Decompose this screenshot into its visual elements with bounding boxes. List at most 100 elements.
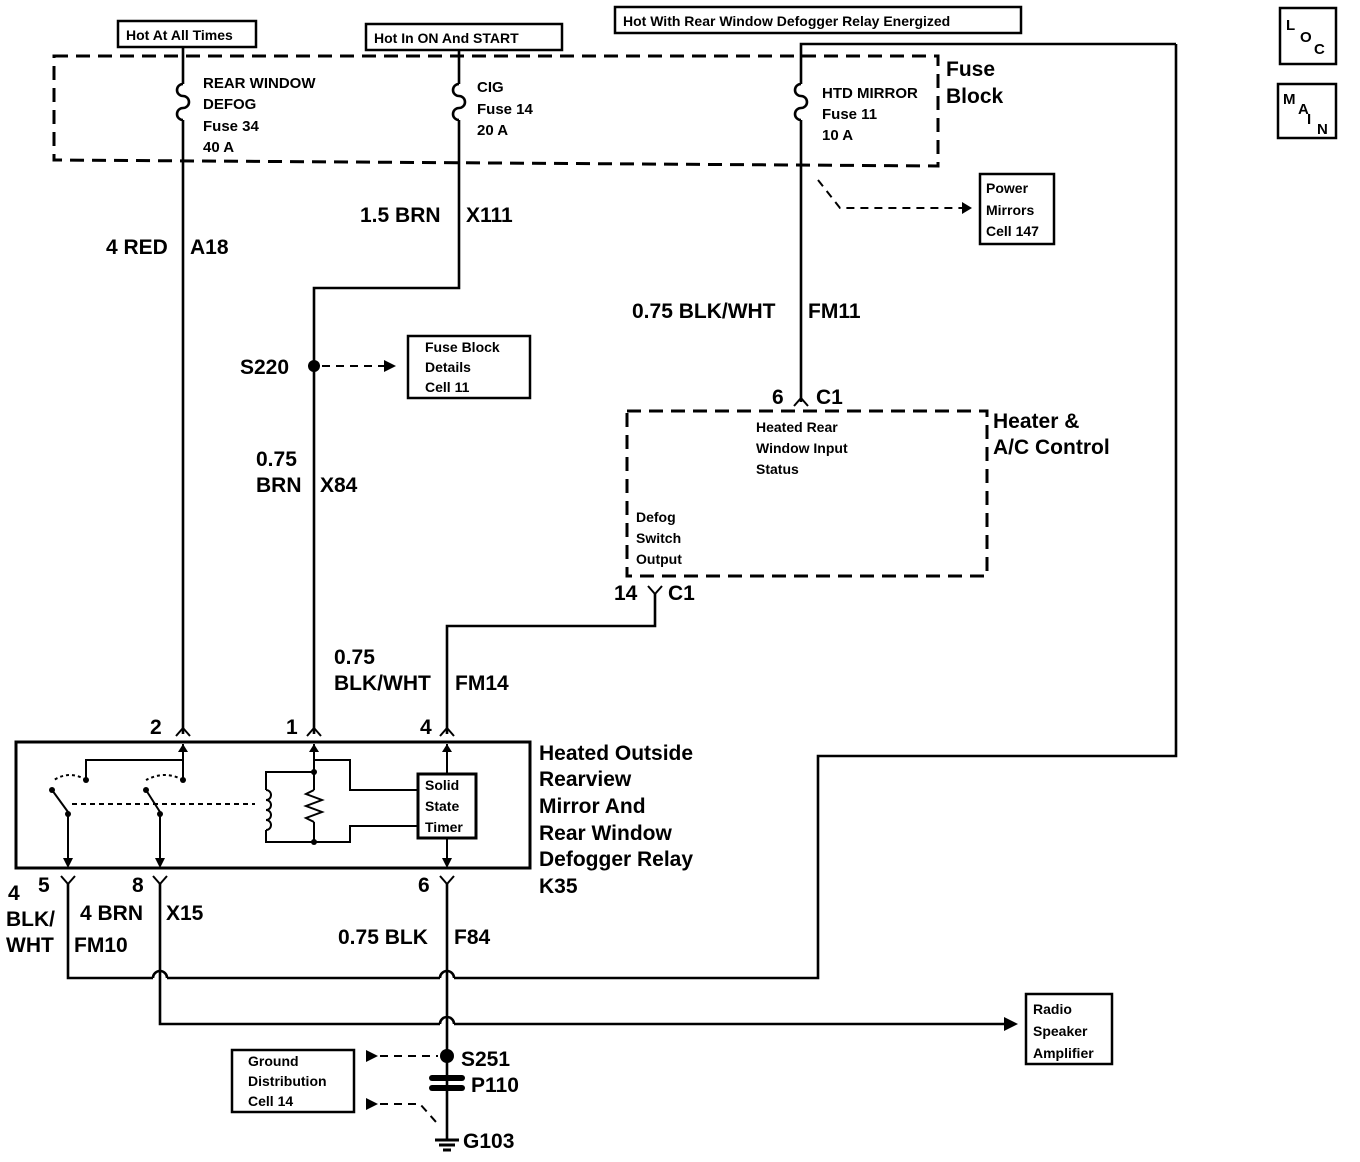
svg-text:WHT: WHT xyxy=(6,934,54,957)
ref-power-mirrors[interactable]: Power Mirrors Cell 147 xyxy=(978,172,1056,246)
wire-label-fm11-circuit: FM11 xyxy=(808,300,861,323)
ref-radio-speaker-amplifier[interactable]: Radio Speaker Amplifier xyxy=(1024,992,1114,1066)
svg-text:40 A: 40 A xyxy=(203,139,234,156)
svg-text:5: 5 xyxy=(38,874,50,897)
svg-text:10 A: 10 A xyxy=(822,127,853,144)
svg-text:Mirror And: Mirror And xyxy=(539,795,646,818)
svg-text:Mirrors: Mirrors xyxy=(986,202,1034,218)
svg-text:8: 8 xyxy=(132,874,144,897)
ground-g103: G103 xyxy=(463,1130,514,1153)
svg-text:Defog: Defog xyxy=(636,509,676,525)
svg-text:0.75 BLK: 0.75 BLK xyxy=(338,926,428,949)
svg-text:BLK/: BLK/ xyxy=(6,908,55,931)
svg-text:CIG: CIG xyxy=(477,79,504,96)
relay-k35: Heated Outside Rearview Mirror And Rear … xyxy=(14,740,693,898)
svg-text:HTD MIRROR: HTD MIRROR xyxy=(822,85,918,102)
fuse-block-title: Fuse xyxy=(946,58,995,81)
svg-text:State: State xyxy=(425,798,459,814)
svg-text:4: 4 xyxy=(8,882,20,905)
svg-text:Hot At All Times: Hot At All Times xyxy=(126,27,233,43)
svg-text:M: M xyxy=(1283,91,1296,108)
svg-text:Amplifier: Amplifier xyxy=(1033,1045,1094,1061)
svg-text:A: A xyxy=(1298,101,1309,118)
svg-text:Details: Details xyxy=(425,359,471,375)
svg-text:X15: X15 xyxy=(166,902,204,925)
fuse-block: Fuse Block xyxy=(52,54,1004,168)
splice-s251: S251 xyxy=(461,1048,510,1071)
svg-text:C: C xyxy=(1314,41,1325,58)
fuse-34: REAR WINDOW DEFOG Fuse 34 40 A xyxy=(175,47,316,734)
svg-text:REAR WINDOW: REAR WINDOW xyxy=(203,75,316,92)
svg-text:Cell 14: Cell 14 xyxy=(248,1093,293,1109)
svg-text:C1: C1 xyxy=(816,386,843,409)
splice-s220-dot xyxy=(308,360,320,372)
svg-text:Status: Status xyxy=(756,461,799,477)
hvac-control-module: Heater & A/C Control Heated Rear Window … xyxy=(625,409,1110,578)
svg-text:A/C Control: A/C Control xyxy=(993,436,1110,459)
svg-text:Rear Window: Rear Window xyxy=(539,822,672,845)
svg-text:Output: Output xyxy=(636,551,682,567)
svg-text:Fuse Block: Fuse Block xyxy=(425,339,500,355)
svg-text:Speaker: Speaker xyxy=(1033,1023,1088,1039)
svg-text:Ground: Ground xyxy=(248,1053,299,1069)
svg-text:FM10: FM10 xyxy=(74,934,128,957)
svg-text:Block: Block xyxy=(946,85,1004,108)
svg-text:Fuse 11: Fuse 11 xyxy=(822,106,877,123)
svg-text:Power: Power xyxy=(986,180,1029,196)
solid-state-timer: Solid State Timer xyxy=(416,772,478,840)
svg-text:0.75: 0.75 xyxy=(334,646,375,669)
svg-text:Switch: Switch xyxy=(636,530,681,546)
svg-text:Fuse 34: Fuse 34 xyxy=(203,118,260,135)
connector-p110: P110 xyxy=(471,1074,519,1097)
fuse-14: CIG Fuse 14 20 A xyxy=(451,50,534,250)
svg-text:Timer: Timer xyxy=(425,819,463,835)
splice-s251-dot xyxy=(440,1049,454,1063)
svg-text:BLK/WHT: BLK/WHT xyxy=(334,672,431,695)
svg-text:4: 4 xyxy=(420,716,432,739)
svg-text:Rearview: Rearview xyxy=(539,768,632,791)
fuse-11: HTD MIRROR Fuse 11 10 A xyxy=(793,42,1176,402)
wire-label-x111-circuit: X111 xyxy=(466,204,513,227)
header-hot-at-all-times: Hot At All Times xyxy=(116,19,258,49)
svg-text:Heated Rear: Heated Rear xyxy=(756,419,838,435)
svg-text:Radio: Radio xyxy=(1033,1001,1072,1017)
svg-text:Heated Outside: Heated Outside xyxy=(539,742,693,765)
svg-text:Hot In ON And START: Hot In ON And START xyxy=(374,30,519,46)
svg-text:Window Input: Window Input xyxy=(756,440,848,456)
wire-label-fm11-gauge: 0.75 BLK/WHT xyxy=(632,300,776,323)
wire-label-x111-gauge: 1.5 BRN xyxy=(360,204,441,227)
svg-text:6: 6 xyxy=(772,386,784,409)
svg-text:DEFOG: DEFOG xyxy=(203,96,256,113)
svg-text:Distribution: Distribution xyxy=(248,1073,327,1089)
splice-s220: S220 xyxy=(240,356,289,379)
svg-text:6: 6 xyxy=(418,874,430,897)
svg-text:20 A: 20 A xyxy=(477,122,508,139)
loc-button[interactable]: L O C xyxy=(1278,6,1338,66)
header-hot-in-on-start: Hot In ON And START xyxy=(364,22,564,52)
svg-text:K35: K35 xyxy=(539,875,578,898)
svg-text:Hot With Rear Window Defogger: Hot With Rear Window Defogger Relay Ener… xyxy=(623,13,950,29)
wire-label-a18-circuit: A18 xyxy=(190,236,229,259)
svg-text:Cell 11: Cell 11 xyxy=(425,379,470,395)
svg-text:Defogger Relay: Defogger Relay xyxy=(539,848,693,871)
svg-text:O: O xyxy=(1300,29,1312,46)
svg-text:Fuse 14: Fuse 14 xyxy=(477,101,534,118)
svg-text:FM14: FM14 xyxy=(455,672,509,695)
wire-label-a18-gauge: 4 RED xyxy=(106,236,168,259)
ref-ground-distribution[interactable]: Ground Distribution Cell 14 xyxy=(230,1048,356,1114)
svg-text:Cell 147: Cell 147 xyxy=(986,223,1039,239)
svg-text:N: N xyxy=(1317,121,1328,138)
svg-text:I: I xyxy=(1307,111,1311,128)
main-button[interactable]: M A I N xyxy=(1276,82,1338,140)
svg-text:C1: C1 xyxy=(668,582,695,605)
svg-text:14: 14 xyxy=(614,582,638,605)
svg-text:F84: F84 xyxy=(454,926,491,949)
svg-text:4 BRN: 4 BRN xyxy=(80,902,143,925)
svg-text:Solid: Solid xyxy=(425,777,459,793)
ref-fuse-block-details[interactable]: Fuse Block Details Cell 11 xyxy=(406,334,532,400)
svg-text:1: 1 xyxy=(286,716,298,739)
svg-text:2: 2 xyxy=(150,716,162,739)
svg-text:X84: X84 xyxy=(320,474,358,497)
svg-text:0.75: 0.75 xyxy=(256,448,297,471)
